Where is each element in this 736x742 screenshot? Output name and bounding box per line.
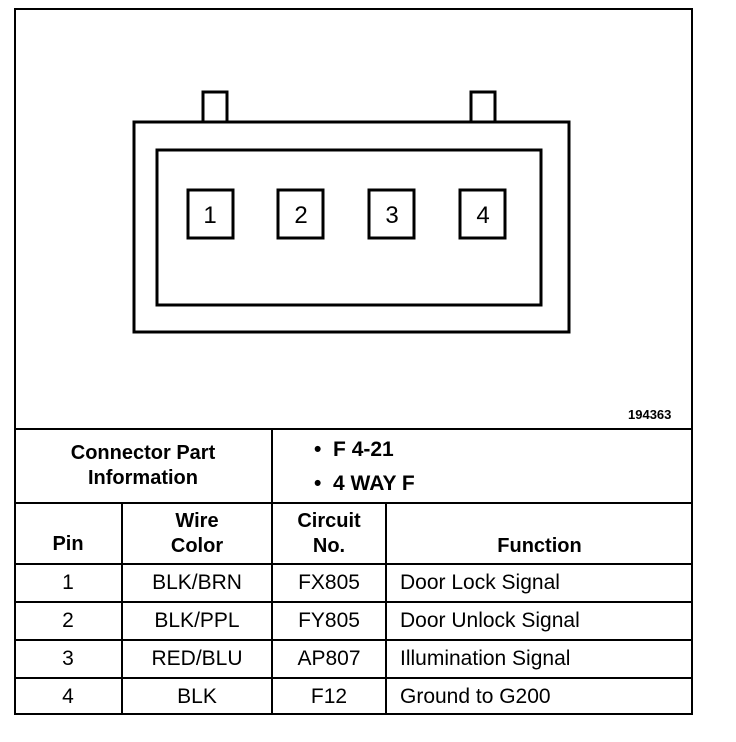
header-circuit-no: Circuit No. xyxy=(272,504,386,563)
header-circuit-line2: No. xyxy=(312,534,346,557)
connector-sheet-frame xyxy=(14,8,693,715)
pin-cavity-1 xyxy=(186,188,235,240)
part-info-divider xyxy=(14,502,693,504)
locking-tab-right xyxy=(469,90,497,126)
part-info-label-line2: Information xyxy=(88,467,198,489)
pin-label-3: 3 xyxy=(385,202,398,229)
bullet-icon: • xyxy=(314,472,322,495)
wire-column-divider xyxy=(271,502,273,715)
connector-part-info-label: Connector Part Information xyxy=(14,430,272,502)
row4-function: Ground to G200 xyxy=(400,685,551,708)
part-info-column-divider xyxy=(271,428,273,504)
row1-pin: 1 xyxy=(62,571,74,594)
header-circuit-line1: Circuit xyxy=(297,509,361,532)
part-info-value: F 4-21 xyxy=(333,438,394,461)
row1-circuit: FX805 xyxy=(298,571,360,594)
header-wire-color: Wire Color xyxy=(122,504,272,563)
circuit-column-divider xyxy=(385,502,387,715)
pin-label-1: 1 xyxy=(203,202,216,229)
row-divider-3 xyxy=(14,677,693,679)
header-wire-line1: Wire xyxy=(175,509,219,532)
row3-function: Illumination Signal xyxy=(400,647,571,670)
row3-wire-color: RED/BLU xyxy=(151,647,243,670)
row-divider-1 xyxy=(14,601,693,603)
part-info-value: 4 WAY F xyxy=(333,472,415,495)
row3-circuit: AP807 xyxy=(297,647,361,670)
part-info-item-2: • 4 WAY F xyxy=(314,472,415,496)
pin-cavity-4 xyxy=(458,188,507,240)
row1-wire-color: BLK/BRN xyxy=(152,571,242,594)
diagram-table-divider xyxy=(14,428,693,430)
row1-function: Door Lock Signal xyxy=(400,571,560,594)
row3-pin: 3 xyxy=(62,647,74,670)
header-wire-line2: Color xyxy=(170,534,224,557)
pin-label-2: 2 xyxy=(294,202,307,229)
row2-circuit: FY805 xyxy=(298,609,360,632)
pin-label-4: 4 xyxy=(476,202,489,229)
row2-pin: 2 xyxy=(62,609,74,632)
figure-id: 194363 xyxy=(628,407,672,422)
row-divider-2 xyxy=(14,639,693,641)
connector-face-diagram: 1 2 3 4 xyxy=(132,90,571,334)
part-info-item-1: • F 4-21 xyxy=(314,438,394,462)
part-info-label-line1: Connector Part xyxy=(70,442,216,464)
header-pin: Pin xyxy=(52,533,84,555)
pin-cavity-3 xyxy=(367,188,416,240)
pin-column-divider xyxy=(121,502,123,715)
locking-tab-left xyxy=(201,90,229,126)
row2-function: Door Unlock Signal xyxy=(400,609,580,632)
pin-cavity-2 xyxy=(276,188,325,240)
row2-wire-color: BLK/PPL xyxy=(154,609,240,632)
row4-wire-color: BLK xyxy=(177,685,217,708)
row4-pin: 4 xyxy=(62,685,74,708)
bullet-icon: • xyxy=(314,438,322,461)
header-row-divider xyxy=(14,563,693,565)
header-function: Function xyxy=(497,535,582,557)
row4-circuit: F12 xyxy=(310,685,348,708)
